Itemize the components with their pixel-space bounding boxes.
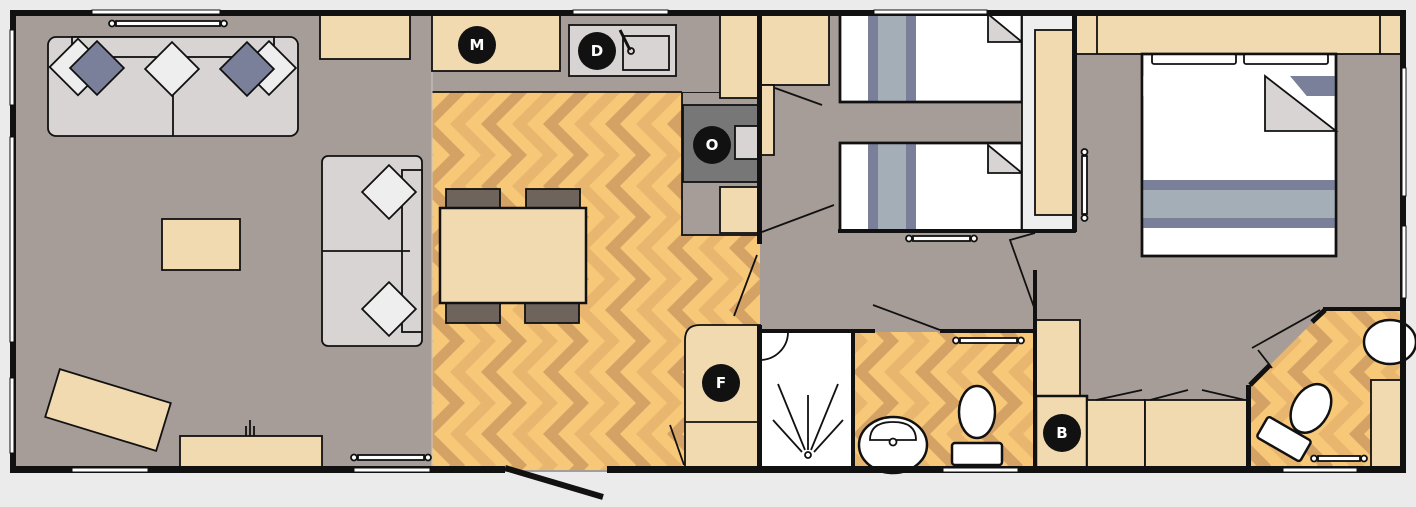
sink[interactable] xyxy=(568,24,677,77)
cushion xyxy=(360,163,418,221)
cushion xyxy=(68,39,126,97)
fridge-label: F xyxy=(716,374,726,392)
dishwasher-label: D xyxy=(591,42,603,60)
cushion xyxy=(360,280,418,338)
shower-floor xyxy=(760,332,853,468)
dining-set xyxy=(438,188,588,324)
headboard-unit xyxy=(1074,13,1403,55)
tv-unit xyxy=(179,435,323,469)
ensuite-toilet xyxy=(1256,382,1333,463)
ensuite-basin xyxy=(1362,318,1416,366)
boiler-label: B xyxy=(1056,424,1067,442)
windows xyxy=(9,9,1407,473)
oven-label: O xyxy=(706,136,719,154)
wardrobe-2 xyxy=(1034,29,1076,216)
boiler-marker xyxy=(1043,414,1081,452)
tv-icon xyxy=(245,420,255,436)
double-bed xyxy=(1140,52,1339,258)
base-cabinet xyxy=(719,186,759,234)
cushion xyxy=(218,40,276,98)
coffee-table xyxy=(161,218,241,271)
microwave-marker xyxy=(458,26,496,64)
wardrobe-4 xyxy=(1144,399,1249,469)
dining-table xyxy=(438,206,588,305)
dishwasher-marker xyxy=(578,32,616,70)
ensuite-cabinet xyxy=(1370,379,1403,469)
shower xyxy=(759,331,844,459)
wardrobe xyxy=(759,13,830,86)
sofa xyxy=(47,36,299,137)
side-table xyxy=(44,368,172,452)
oven-marker xyxy=(693,126,731,164)
door-swings xyxy=(669,87,1321,466)
armchair-sofa xyxy=(321,155,423,347)
toilet xyxy=(950,384,1004,467)
side-unit xyxy=(319,13,411,60)
storage-unit xyxy=(1035,319,1081,397)
wardrobe-3 xyxy=(1086,399,1146,469)
entrance-door[interactable] xyxy=(504,465,604,500)
fridge-marker xyxy=(702,364,740,402)
single-bed-1 xyxy=(838,12,1025,104)
tall-cabinet xyxy=(719,13,759,99)
single-bed-2 xyxy=(838,141,1025,233)
interior-walls xyxy=(757,14,1403,470)
washbasin xyxy=(857,415,929,475)
microwave-cabinet xyxy=(431,13,561,72)
radiators xyxy=(108,19,1368,463)
cushion xyxy=(143,40,201,98)
microwave-label: M xyxy=(470,36,485,54)
